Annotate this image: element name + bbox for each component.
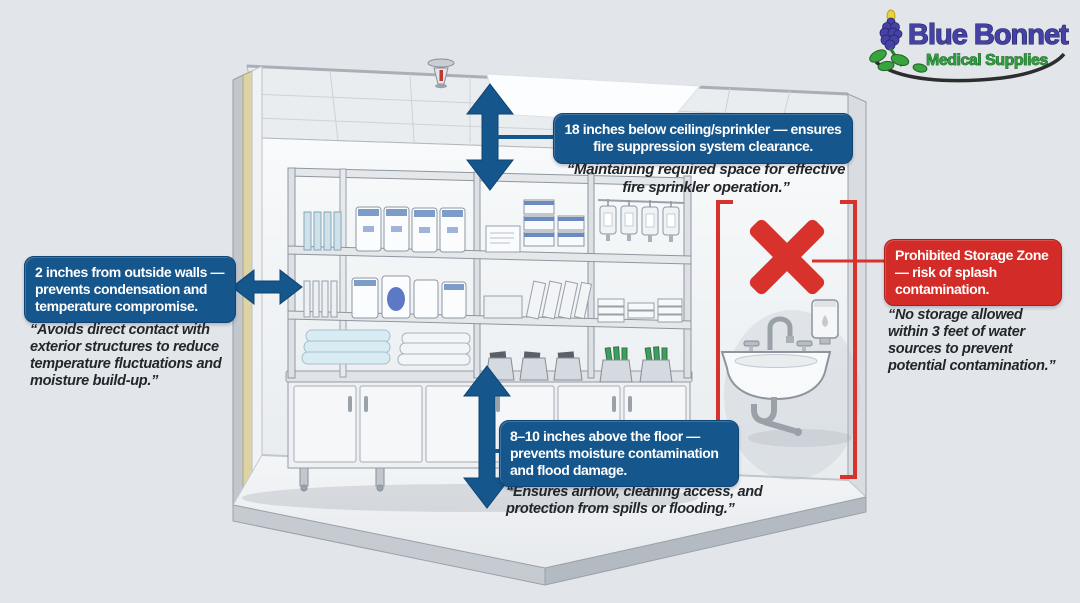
- floor-clearance-callout: 8–10 inches above the floor — prevents m…: [499, 420, 739, 488]
- logo-tagline-text: Medical Supplies: [926, 52, 1048, 69]
- floor-shadow: [242, 484, 698, 512]
- company-logo: Blue Bonnet Medical Supplies: [862, 4, 1074, 86]
- ceiling-clearance-arrow-icon: [465, 83, 515, 191]
- outside-wall-clearance-callout: 2 inches from outside walls — prevents c…: [24, 256, 236, 324]
- prohibited-zone-callout: Prohibited Storage Zone — risk of splash…: [884, 239, 1062, 307]
- logo-name-text: Blue Bonnet: [908, 19, 1069, 51]
- faucet: [767, 316, 793, 350]
- floor-clearance-quote: “Ensures airflow, cleaning access, and p…: [506, 484, 763, 518]
- sink-icon: [720, 316, 852, 447]
- bluebonnet-flower-icon: [869, 9, 928, 73]
- ceiling-clearance-callout: 18 inches below ceiling/sprinkler — ensu…: [553, 113, 853, 164]
- outside-wall-clearance-quote: “Avoids direct contact with exterior str…: [30, 322, 222, 390]
- prohibited-zone-quote: “No storage allowed within 3 feet of wat…: [888, 307, 1056, 375]
- wall-clearance-arrow-icon: [231, 268, 303, 306]
- p-trap: [751, 397, 796, 434]
- soap-dispenser-icon: [811, 299, 839, 345]
- ceiling-clearance-quote: “Maintaining required space for effectiv…: [566, 161, 846, 196]
- floor-clearance-arrow-icon: [462, 365, 512, 509]
- red-x-icon: [749, 219, 825, 295]
- iv-bags: [597, 199, 685, 242]
- sprinkler-head-icon: [427, 58, 455, 89]
- clearance-arrows: [231, 83, 515, 509]
- shelf-items: [301, 199, 685, 383]
- shelving-unit: [242, 167, 698, 512]
- prohibited-zone-outline: [716, 200, 857, 479]
